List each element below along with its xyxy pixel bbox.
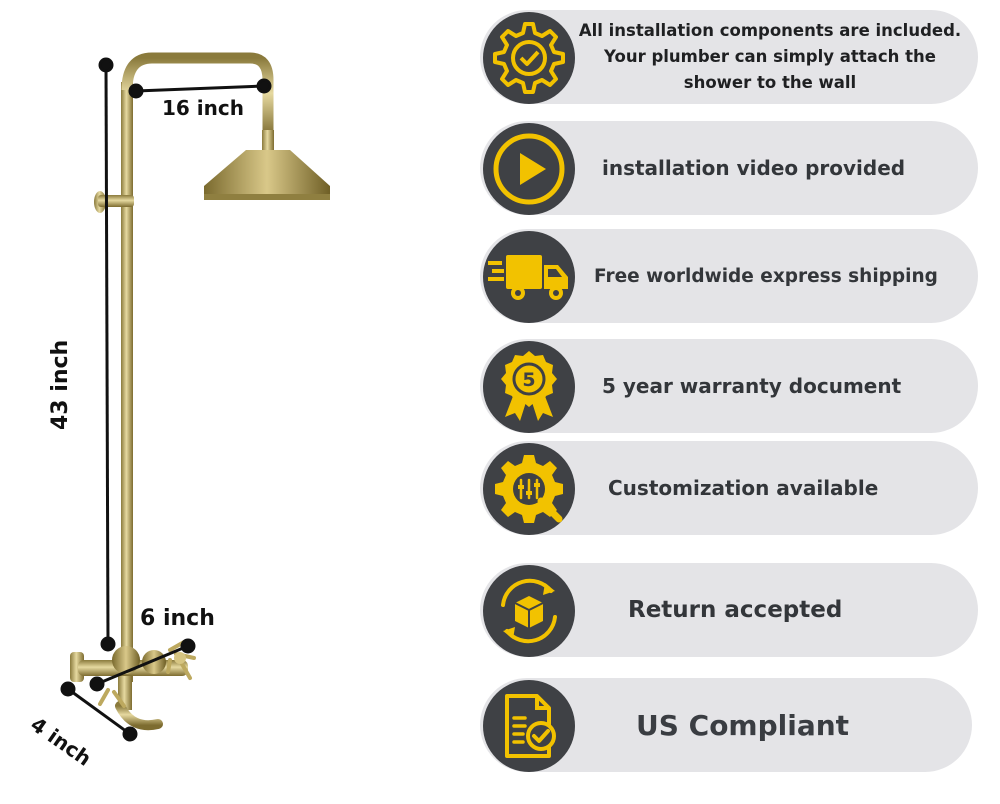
feature-text: Free worldwide express shipping	[594, 265, 938, 287]
shower-image	[60, 52, 330, 742]
gear-check-icon	[493, 22, 565, 94]
feature-returns: Return accepted	[480, 563, 978, 657]
tub-spout	[115, 701, 163, 731]
feature-text: 5 year warranty document	[602, 374, 902, 398]
warranty-number: 5	[522, 369, 535, 391]
delivery-truck-icon	[488, 255, 568, 300]
feature-text: installation video provided	[602, 156, 906, 180]
feature-text: Customization available	[608, 476, 879, 500]
feature-customization: Customization available	[480, 441, 978, 535]
badge	[483, 12, 575, 104]
height-dimension-label: 43 inch	[48, 339, 73, 430]
feature-text: Return accepted	[628, 597, 843, 623]
return-box-icon	[501, 578, 557, 644]
feature-warranty: 5 5 year warranty document	[480, 339, 978, 433]
feature-installation-video: installation video provided	[480, 121, 978, 215]
gear-wrench-icon	[495, 455, 563, 523]
badge	[483, 565, 575, 657]
shower-head	[204, 150, 330, 198]
riser-pipe	[121, 82, 133, 682]
product-illustration: 16 inch 43 inch 6 inch 4 inch	[0, 0, 440, 800]
feature-text: US Compliant	[636, 708, 850, 742]
badge: 5	[483, 341, 575, 433]
play-icon	[493, 133, 565, 205]
wall-bracket	[98, 195, 134, 207]
spread-dimension-label: 6 inch	[140, 606, 215, 631]
badge	[483, 123, 575, 215]
feature-us-compliant: US Compliant	[480, 678, 972, 772]
dimension-lines	[60, 57, 272, 742]
compliant-document-icon	[505, 694, 556, 758]
gooseneck-pipe	[121, 52, 274, 136]
warranty-medal-icon: 5	[501, 351, 557, 421]
width-dimension-label: 16 inch	[162, 96, 244, 120]
feature-free-shipping: Free worldwide express shipping	[480, 229, 978, 323]
feature-text: All installation components are included…	[578, 21, 962, 92]
badge	[483, 680, 575, 772]
feature-installation-components: All installation components are included…	[480, 10, 978, 104]
badge	[483, 231, 575, 323]
badge	[483, 443, 575, 535]
